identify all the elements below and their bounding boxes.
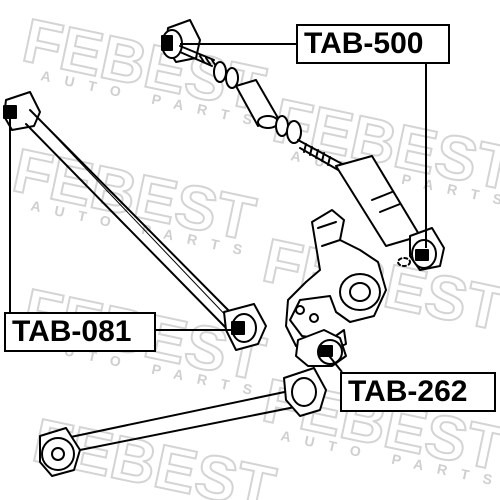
lateral-arm-081 bbox=[3, 91, 267, 351]
upper-rod-assembly bbox=[161, 19, 445, 271]
leader-lines bbox=[9, 43, 427, 373]
bushing-262 bbox=[295, 329, 347, 367]
lower-arm bbox=[39, 367, 327, 477]
callout-tab-081[interactable]: TAB-081 bbox=[4, 312, 156, 352]
callout-tab-262[interactable]: TAB-262 bbox=[340, 372, 496, 412]
leader-line-tab-262 bbox=[325, 351, 343, 373]
callout-tab-500[interactable]: TAB-500 bbox=[296, 24, 450, 64]
knuckle-carrier bbox=[285, 209, 387, 355]
